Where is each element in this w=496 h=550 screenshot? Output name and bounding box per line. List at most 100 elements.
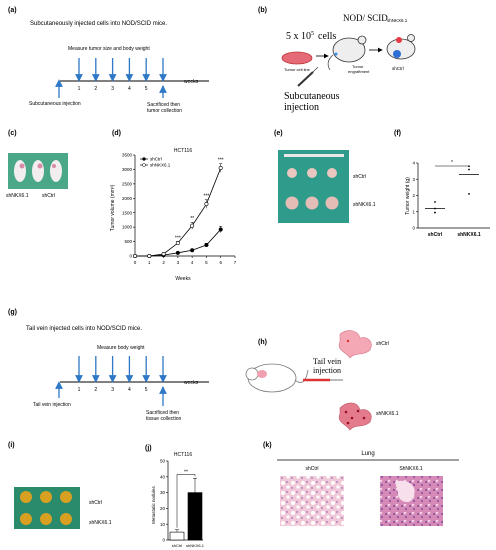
mouse-tumor-icon xyxy=(386,34,416,60)
panel-k-title: Lung xyxy=(361,451,374,457)
chart-d-point xyxy=(147,254,152,259)
panel-h: (h) Tail vein injection shCtrl shNKX6.1 xyxy=(245,330,399,431)
timeline-tick-label: 3 xyxy=(111,86,114,92)
panel-e-bottom: shNKX6.1 xyxy=(353,202,376,208)
timeline-tick-label: 5 xyxy=(145,86,148,92)
cell-line-label: Tumor cell line xyxy=(284,67,311,72)
chart-j-ytick-label: 0 xyxy=(162,538,165,543)
panel-d: (d) HCT116 Tumor volume (mm³) Weeks 0500… xyxy=(110,130,237,282)
chart-d-ytick-label: 1000 xyxy=(122,225,133,230)
lung-icon-ctrl xyxy=(338,330,372,359)
timeline-tick-label: 4 xyxy=(128,387,131,393)
chart-d-xtick-label: 5 xyxy=(205,260,208,265)
panel-e-top: shCtrl xyxy=(353,174,366,180)
chart-d-point xyxy=(218,227,223,232)
histology-airspace xyxy=(395,480,415,503)
tailvein-label-1: Tail vein xyxy=(313,357,341,366)
panel-j: (j) HCT116 Metastatic nodules 0102030405… xyxy=(145,445,205,548)
chart-j-sig-bracket xyxy=(176,474,196,528)
panel-i-top: shCtrl xyxy=(89,500,102,506)
chart-f-ytick-label: 2 xyxy=(412,193,415,198)
lung-nodule xyxy=(346,339,350,343)
chart-j-category-label: shNKX6.1 xyxy=(186,543,205,548)
chart-j-ytick-label: 30 xyxy=(160,490,166,495)
engraft-label-2: engraftment xyxy=(348,69,370,74)
chart-d-point xyxy=(204,202,209,207)
chart-f-ylabel: Tumor weight (g) xyxy=(405,177,411,215)
chart-f-significance: * xyxy=(451,160,453,166)
chart-f-category-label: shCtrl xyxy=(428,232,443,238)
panel-e: (e) shCtrl shNKX6.1 xyxy=(274,130,376,223)
chart-d-point xyxy=(204,243,209,248)
chart-d-significance: *** xyxy=(204,194,210,200)
panel-c-right: shCtrl xyxy=(42,193,55,199)
chart-d-point xyxy=(190,223,195,228)
chart-d-legend-marker xyxy=(142,163,146,167)
chart-j-bar xyxy=(169,531,185,541)
panel-g-end-2: tissue collection xyxy=(146,416,182,422)
chart-d-legend-label: shCtrl xyxy=(150,157,162,162)
chart-f-plot: 0 1 2 3 4 shCtrl shNKX6.1 * xyxy=(412,160,490,238)
lung-icon-nkx xyxy=(338,402,372,431)
panel-b-label: (b) xyxy=(258,7,267,14)
sh-bottom-label: shCtrl xyxy=(392,66,404,71)
panel-g: (g) Tail vein injected cells into NOD/SC… xyxy=(8,309,209,422)
panel-c-label: (c) xyxy=(8,130,17,137)
chart-f-ytick-label: 4 xyxy=(412,161,415,166)
chart-d-xlabel: Weeks xyxy=(175,276,191,282)
panel-j-label: (j) xyxy=(145,445,152,452)
chart-d-point xyxy=(175,241,180,246)
chart-d-ytick-label: 3500 xyxy=(122,153,133,158)
panel-g-measure: Measure body weight xyxy=(97,345,145,351)
chart-f-ytick-label: 0 xyxy=(412,226,415,231)
panel-g-label: (g) xyxy=(8,309,17,316)
chart-j-ylabel: Metastatic nodules xyxy=(151,485,156,523)
panel-i-label: (i) xyxy=(8,442,15,449)
chart-d-xtick-label: 4 xyxy=(191,260,194,265)
panel-d-label: (d) xyxy=(112,130,121,137)
chart-d-ytick-label: 3000 xyxy=(122,167,133,172)
chart-d-xtick-label: 2 xyxy=(162,260,165,265)
histology-nkx xyxy=(380,476,443,526)
chart-d-xtick-label: 7 xyxy=(234,260,237,265)
chart-j-category-label: shCtrl xyxy=(172,543,183,548)
chart-d-xtick-label: 3 xyxy=(177,260,180,265)
chart-f-point xyxy=(434,211,436,214)
panel-h-bottom: shNKX6.1 xyxy=(376,411,399,417)
timeline-tick-label: 4 xyxy=(128,86,131,92)
chart-d-ytick-label: 2500 xyxy=(122,181,133,186)
lung-samples xyxy=(20,491,72,525)
timeline-tick-label: 2 xyxy=(94,387,97,393)
chart-f-point xyxy=(434,201,436,203)
mouse-photo-subjects xyxy=(14,160,62,182)
chart-d-ytick-label: 1500 xyxy=(122,210,133,215)
injection-label-1: Subcutaneous xyxy=(284,91,340,102)
panel-a-end-2: tumor collection xyxy=(147,108,182,114)
sh-top-label: shNKX6.1 xyxy=(387,18,408,23)
mouse-strain: NOD/ SCID xyxy=(343,13,388,23)
lung-nodules-nkx xyxy=(344,409,366,425)
chart-d-xtick-label: 0 xyxy=(134,260,137,265)
chart-d-point xyxy=(133,254,138,259)
panel-g-weeks: weeks xyxy=(184,380,199,386)
panel-h-label: (h) xyxy=(258,339,267,346)
panel-e-label: (e) xyxy=(274,130,283,137)
panel-k-right: ShNKX6.1 xyxy=(399,466,423,472)
chart-f-point xyxy=(468,168,470,171)
chart-d-legend-label: shNKX6.1 xyxy=(150,163,171,168)
timeline-tick-label: 3 xyxy=(111,387,114,393)
chart-f-category-label: shNKX6.1 xyxy=(457,232,481,238)
chart-d-ytick-label: 0 xyxy=(129,254,132,259)
chart-d-significance: ** xyxy=(190,216,194,222)
chart-d-xtick-label: 1 xyxy=(148,260,151,265)
chart-f-ytick-label: 3 xyxy=(412,177,415,182)
panel-c: (c) shNKX6.1 shCtrl xyxy=(6,130,68,199)
chart-d-ytick-label: 2000 xyxy=(122,196,133,201)
timeline-tick-label: 1 xyxy=(78,387,81,393)
panel-a-label: (a) xyxy=(8,7,17,14)
chart-f-ytick-label: 1 xyxy=(412,209,415,214)
